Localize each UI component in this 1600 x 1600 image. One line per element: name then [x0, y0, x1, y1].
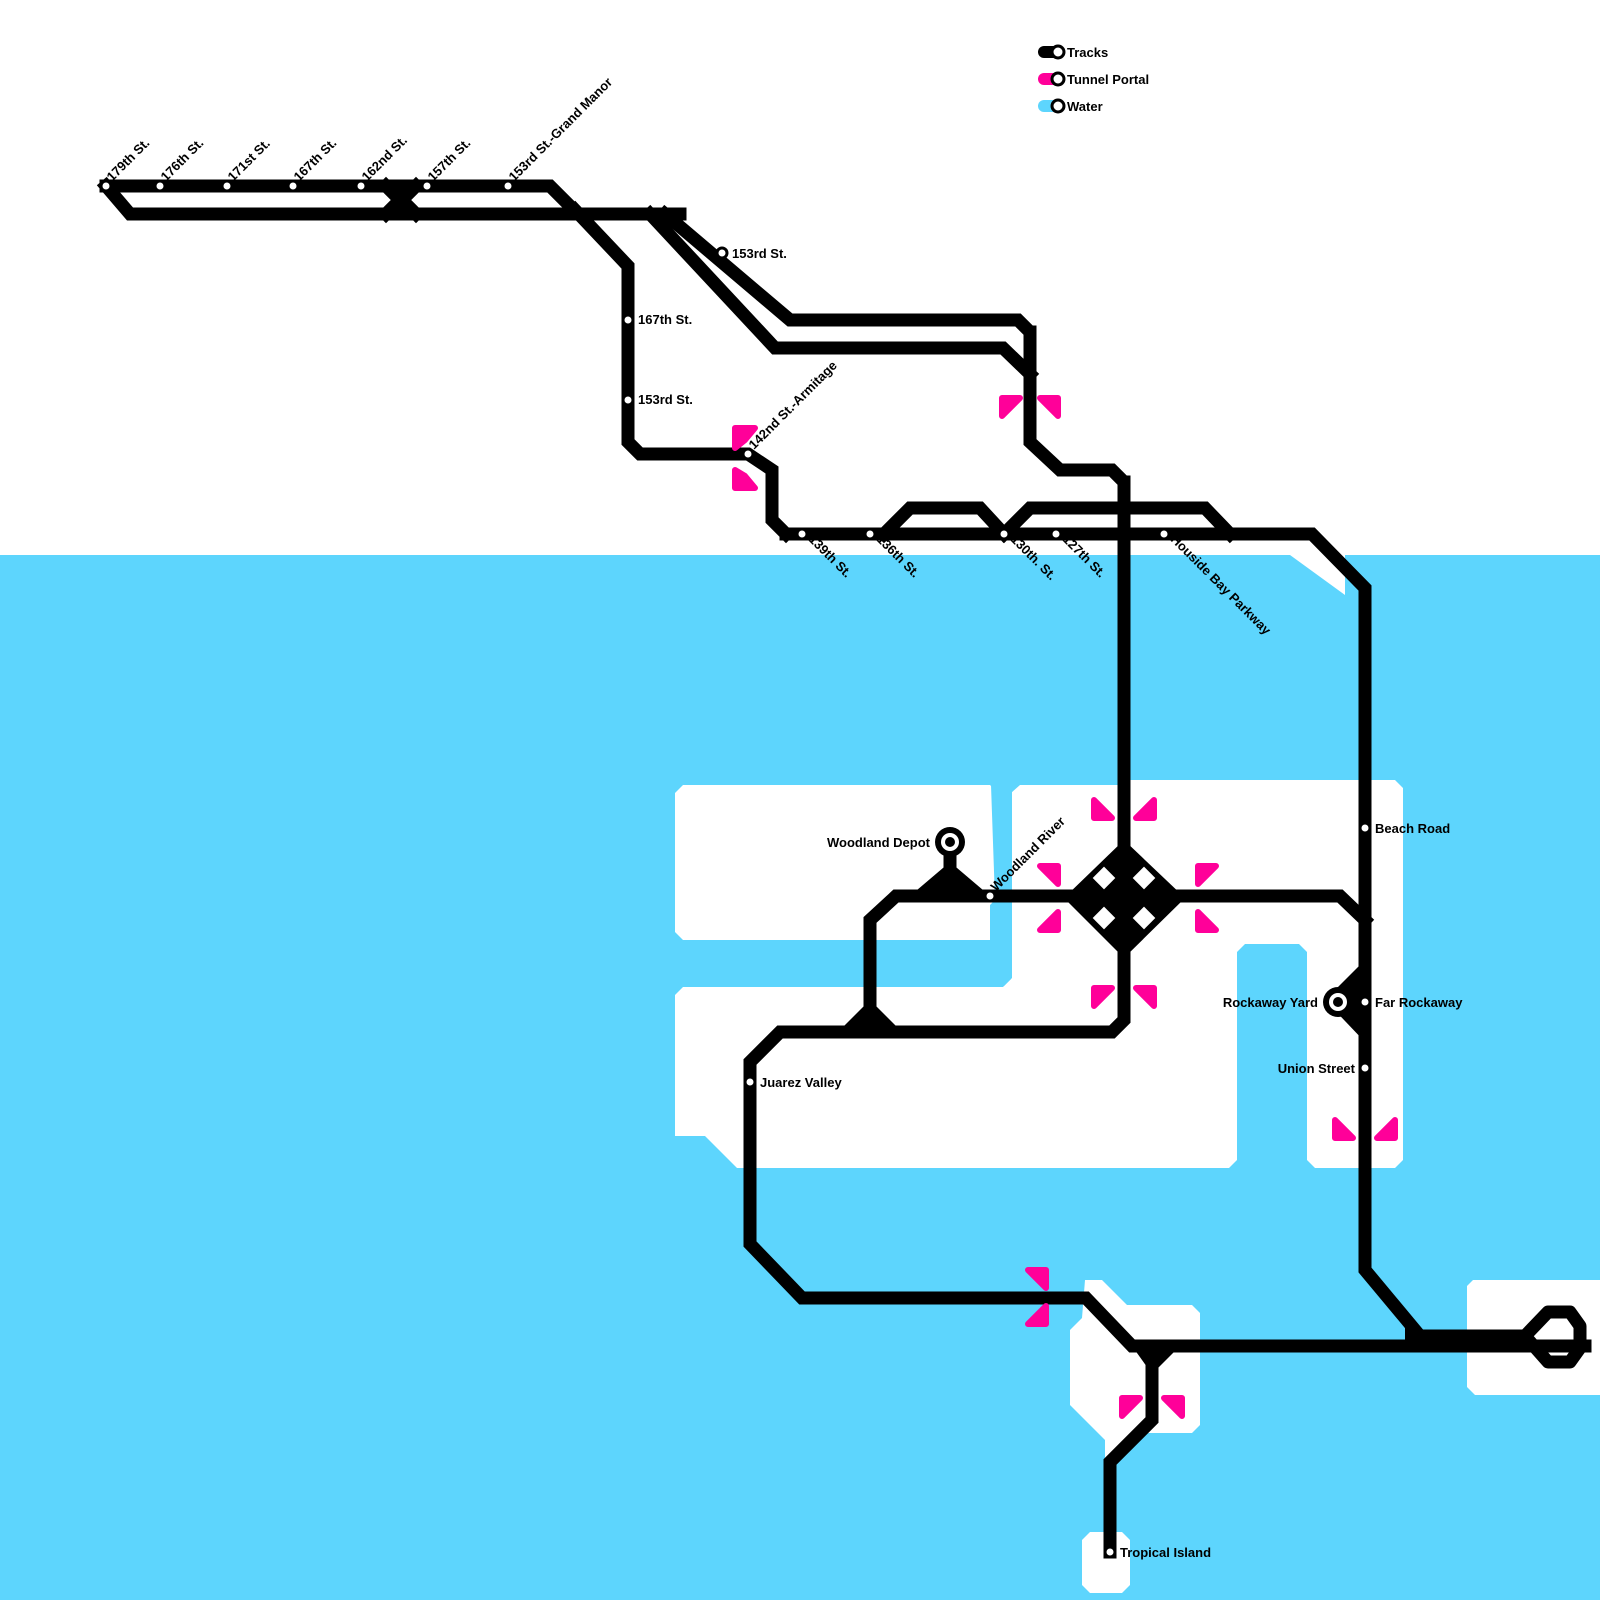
diamond-holes: [1092, 866, 1156, 930]
station-label: 153rd St.: [638, 392, 693, 407]
station-label: 162nd St.: [359, 133, 410, 184]
land-layer: [675, 540, 1600, 1593]
depot-wye-woodland: [910, 862, 990, 896]
station-beach-road[interactable]: Beach Road: [1358, 821, 1450, 836]
tunnel-portals: [732, 395, 1398, 1419]
portal-south-west: [1025, 1267, 1049, 1327]
station-far-rockaway[interactable]: Far Rockaway: [1358, 995, 1463, 1010]
legend-label: Tracks: [1067, 45, 1108, 60]
portal-diamond-north: [1091, 797, 1157, 821]
track-tropical-branch: [1103, 1353, 1159, 1559]
station-153rd-grand-manor[interactable]: 153rd St.-Grand Manor: [501, 74, 616, 193]
station-label: Far Rockaway: [1375, 995, 1463, 1010]
water-east-channel: [1362, 555, 1600, 780]
station-label: 153rd St.-Grand Manor: [506, 74, 616, 184]
track-west-upper: [99, 179, 582, 218]
legend-item-water: Water: [1038, 98, 1103, 114]
station-union-street[interactable]: Union Street: [1278, 1061, 1372, 1076]
track-ns-trunk: [743, 475, 1592, 1353]
track-east-loop: [1518, 1305, 1587, 1369]
station-label: 171st St.: [225, 136, 273, 184]
station-label: 142nd St.-Armitage: [746, 358, 840, 452]
station-label: 153rd St.: [732, 246, 787, 261]
portal-diamond-west: [1037, 863, 1061, 933]
legend: Tracks Tunnel Portal Water: [1038, 44, 1149, 114]
station-label: 157th St.: [425, 135, 474, 184]
track-west-lower: [96, 176, 687, 221]
station-rockaway-yard[interactable]: Rockaway Yard: [1223, 987, 1353, 1017]
wye-juarez: [838, 1000, 902, 1032]
track-crossover-162b: [392, 176, 426, 224]
station-label: 176th St.: [158, 135, 207, 184]
water-east-inlet: [1410, 780, 1600, 1280]
water-woodland-channel: [876, 785, 1012, 986]
station-label: Woodland Depot: [827, 835, 931, 850]
legend-label: Water: [1067, 99, 1103, 114]
station-153rd-concourse[interactable]: 153rd St.: [621, 392, 693, 407]
track-loop-136: [874, 501, 1014, 544]
legend-item-tunnel-portal: Tunnel Portal: [1038, 71, 1149, 87]
station-woodland-depot[interactable]: Woodland Depot: [827, 827, 965, 857]
track-layer: [96, 176, 1592, 1559]
portal-union: [1332, 1117, 1398, 1141]
station-tropical-island[interactable]: Tropical Island: [1103, 1545, 1211, 1560]
track-branch-concourse: [565, 200, 796, 544]
station-label: 179th St.: [104, 135, 153, 184]
station-142nd-armitage[interactable]: 142nd St.-Armitage: [741, 358, 840, 461]
portal-142: [732, 425, 758, 491]
land-central-island: [675, 770, 1403, 1168]
portal-tropical: [1119, 1395, 1185, 1419]
station-label: 167th St.: [638, 312, 692, 327]
station-label: 167th St.: [291, 135, 340, 184]
portal-diamond-south: [1091, 985, 1157, 1009]
track-diag-lower: [640, 204, 1040, 384]
station-label: Union Street: [1278, 1061, 1356, 1076]
station-167th-concourse[interactable]: 167th St.: [621, 312, 692, 327]
station-juarez-valley[interactable]: Juarez Valley: [743, 1075, 842, 1090]
portal-diamond-east: [1195, 863, 1219, 933]
wye-rockaway-south: [1405, 1322, 1440, 1346]
track-woodland: [863, 889, 1375, 1039]
station-label: Beach Road: [1375, 821, 1450, 836]
station-153rd-east[interactable]: 153rd St.: [715, 246, 787, 261]
legend-item-tracks: Tracks: [1038, 44, 1108, 60]
portal-north-trunk: [999, 395, 1061, 419]
land-tropical-islet: [1082, 1532, 1130, 1593]
legend-label: Tunnel Portal: [1067, 72, 1149, 87]
station-label: Tropical Island: [1120, 1545, 1211, 1560]
diamond-junction: [1064, 840, 1185, 958]
station-label: Juarez Valley: [760, 1075, 842, 1090]
station-label: Rockaway Yard: [1223, 995, 1318, 1010]
